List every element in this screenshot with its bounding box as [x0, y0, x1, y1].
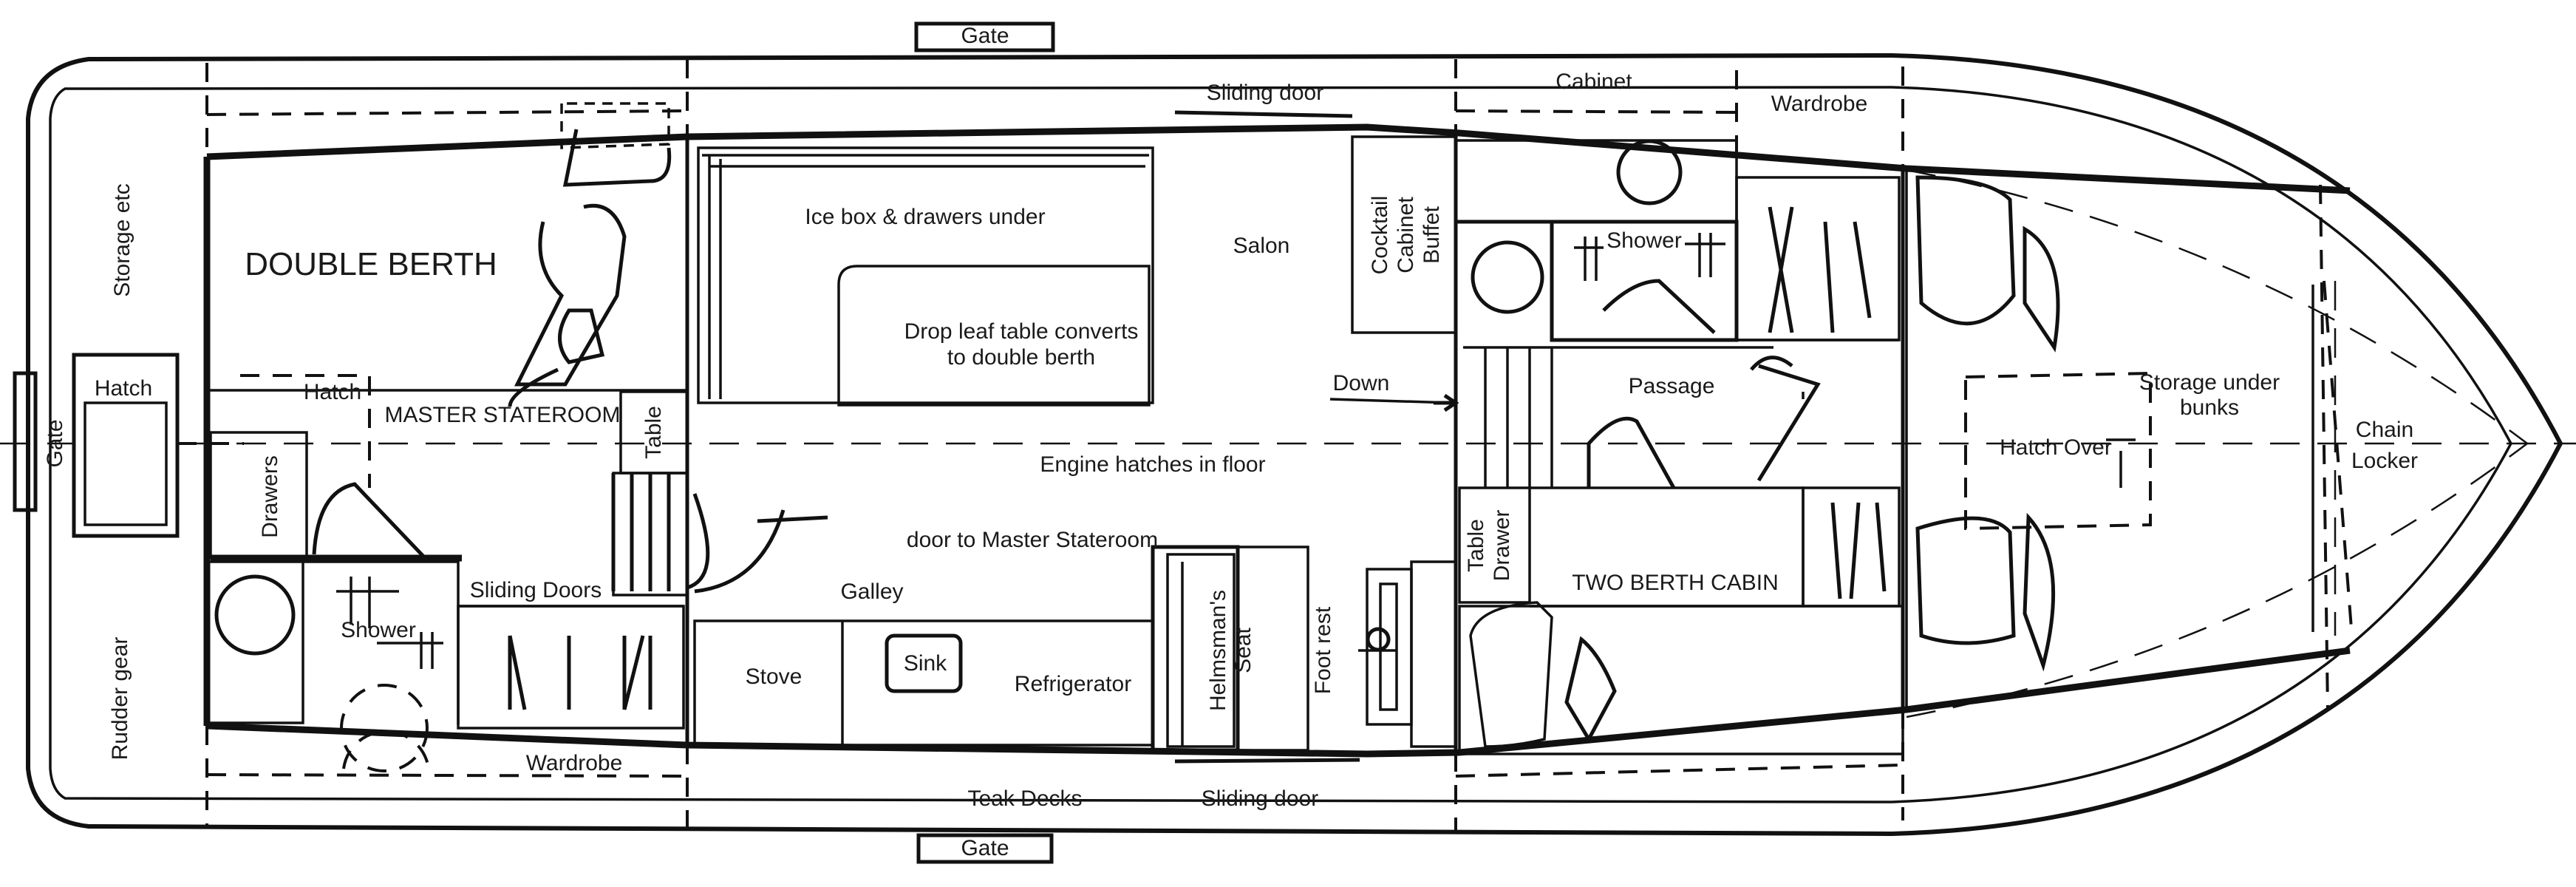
label-galley: Galley [840, 580, 903, 604]
label-rudder-gear: Rudder gear [108, 637, 132, 761]
label-ice-box: Ice box & drawers under [805, 205, 1045, 229]
label-drop-leaf-2: to double berth [947, 345, 1095, 370]
forward-cabins [1454, 139, 2152, 755]
label-cocktail-1: Cocktail [1368, 196, 1392, 275]
label-drawers: Drawers [258, 455, 282, 538]
label-door-master: door to Master Stateroom [907, 528, 1158, 552]
label-master-stateroom: MASTER STATEROOM [385, 403, 621, 427]
label-storage-bunks-1: Storage under [2139, 370, 2280, 395]
label-wardrobe-fwd: Wardrobe [1771, 92, 1868, 116]
label-shower-aft: Shower [341, 618, 416, 642]
label-sliding-doors: Sliding Doors [470, 578, 602, 602]
label-teak-decks: Teak Decks [967, 786, 1082, 811]
deck-dashes [205, 59, 2528, 832]
label-down: Down [1333, 371, 1390, 395]
stern-features [13, 353, 244, 538]
gate-top [914, 21, 1055, 52]
label-refrigerator: Refrigerator [1015, 672, 1131, 696]
gates [914, 21, 1055, 864]
label-table-stateroom: Table [641, 406, 666, 459]
label-storage-bunks-2: bunks [2180, 395, 2239, 420]
label-sliding-door-bottom: Sliding door [1202, 786, 1318, 811]
label-passage: Passage [1629, 374, 1715, 398]
label-wardrobe-aft: Wardrobe [526, 751, 623, 775]
label-table-drawer-1: Table [1464, 519, 1488, 572]
master-stateroom [205, 102, 689, 772]
label-gate-bottom: Gate [961, 836, 1009, 860]
label-sliding-door-top: Sliding door [1207, 81, 1323, 105]
label-two-berth-cabin: TWO BERTH CABIN [1572, 571, 1778, 595]
label-table-drawer-2: Drawer [1490, 510, 1514, 582]
label-stove: Stove [746, 665, 803, 689]
label-cocktail-2: Cabinet [1394, 197, 1418, 273]
label-double-berth: DOUBLE BERTH [245, 246, 497, 282]
labels: Gate Gate Gate Sliding door Sliding door… [43, 24, 2418, 860]
label-salon: Salon [1233, 234, 1290, 258]
label-hatch-stern: Hatch [95, 376, 152, 401]
label-drop-leaf-1: Drop leaf table converts [904, 319, 1139, 344]
label-shower-fwd: Shower [1606, 228, 1682, 253]
label-sink: Sink [904, 651, 947, 676]
label-foot-rest: Foot rest [1311, 606, 1335, 694]
label-helmsmans-1: Helmsman's [1206, 590, 1230, 711]
salon-galley [686, 110, 1459, 764]
label-engine-hatches: Engine hatches in floor [1040, 452, 1265, 477]
gate-bottom [916, 833, 1054, 864]
label-helmsmans-2: Seat [1231, 627, 1255, 673]
label-cabinet: Cabinet [1556, 69, 1632, 94]
label-storage-etc: Storage etc [110, 183, 134, 296]
label-cocktail-3: Buffet [1420, 205, 1444, 264]
label-hatch-stateroom: Hatch [304, 380, 361, 404]
label-chain: Chain [2356, 418, 2413, 442]
label-hatch-over: Hatch Over [2000, 435, 2112, 460]
label-locker: Locker [2351, 449, 2418, 473]
label-gate-stern: Gate [43, 419, 67, 467]
hull-outline [0, 52, 2576, 837]
label-gate-top: Gate [961, 24, 1009, 48]
